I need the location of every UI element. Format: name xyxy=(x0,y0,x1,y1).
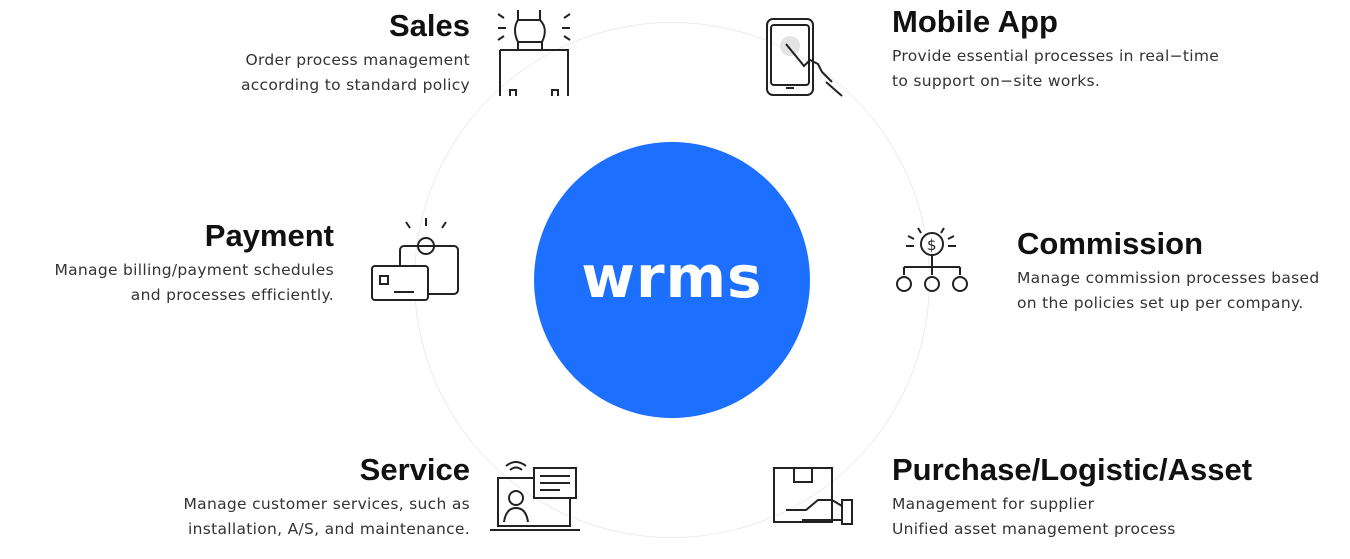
sales-desc-1: Order process management xyxy=(245,51,470,69)
service-desc-1: Manage customer services, such as xyxy=(183,495,470,513)
commission-desc-2: on the policies set up per company. xyxy=(1017,294,1304,312)
box-hand-icon xyxy=(772,466,856,532)
module-mobile: Mobile App Provide essential processes i… xyxy=(892,4,1219,94)
commission-title: Commission xyxy=(1017,226,1204,261)
wallet-card-icon xyxy=(370,218,462,308)
purchase-desc-1: Management for supplier xyxy=(892,495,1095,513)
purchase-title: Purchase/Logistic/Asset xyxy=(892,452,1253,487)
tablet-touch-icon xyxy=(766,18,856,104)
module-service: Service Manage customer services, such a… xyxy=(183,452,470,542)
module-sales: Sales Order process management according … xyxy=(241,8,470,98)
module-payment: Payment Manage billing/payment schedules… xyxy=(54,218,334,308)
laptop-support-icon xyxy=(490,456,582,540)
wrms-core-circle: wrms xyxy=(534,142,810,418)
svg-text:$: $ xyxy=(927,236,937,254)
payment-desc-2: and processes efficiently. xyxy=(130,286,334,304)
payment-title: Payment xyxy=(204,218,334,253)
commission-desc-1: Manage commission processes based xyxy=(1017,269,1320,287)
service-desc-2: installation, A/S, and maintenance. xyxy=(187,520,470,538)
wrms-logo: wrms xyxy=(581,243,763,311)
dollar-network-icon: $ xyxy=(894,224,970,300)
mobile-desc-1: Provide essential processes in real−time xyxy=(892,47,1220,65)
mobile-title: Mobile App xyxy=(892,4,1058,39)
sales-title: Sales xyxy=(388,8,470,43)
module-commission: Commission Manage commission processes b… xyxy=(1017,226,1320,316)
service-title: Service xyxy=(359,452,470,487)
mobile-desc-2: to support on−site works. xyxy=(892,72,1101,90)
sales-desc-2: according to standard policy xyxy=(240,76,470,94)
purchase-desc-2: Unified asset management process xyxy=(892,520,1176,538)
module-purchase: Purchase/Logistic/Asset Management for s… xyxy=(892,452,1252,542)
payment-desc-1: Manage billing/payment schedules xyxy=(54,261,334,279)
briefcase-hand-icon xyxy=(496,8,572,104)
